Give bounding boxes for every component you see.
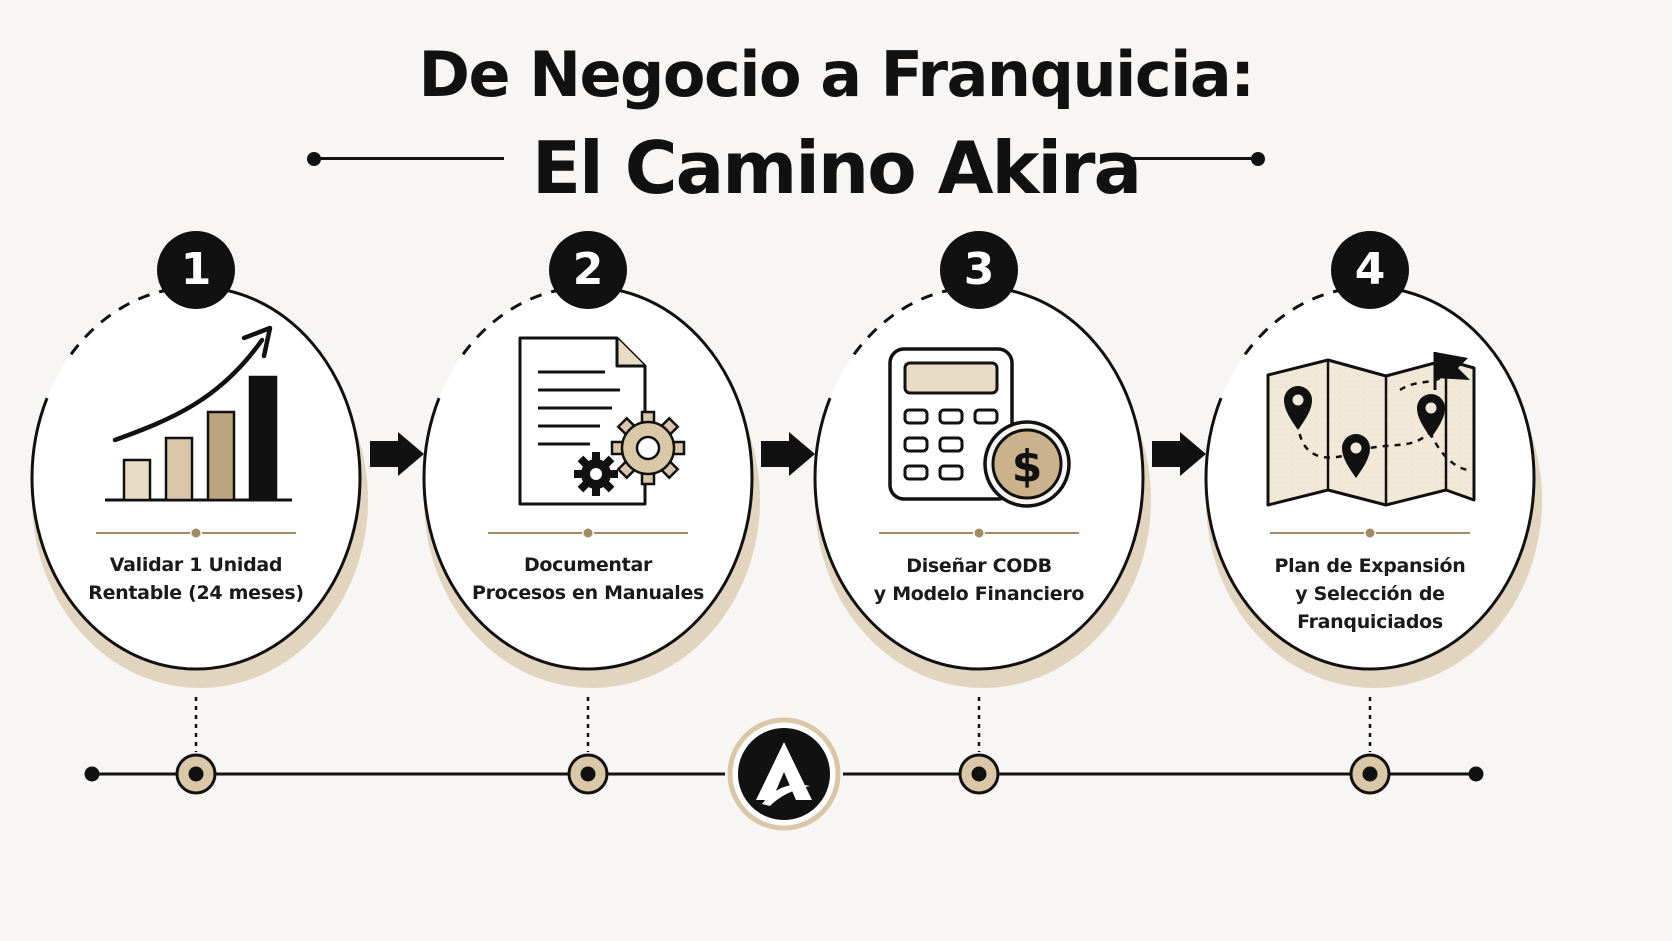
step-4-label-line-3: Franquiciados xyxy=(1297,611,1443,633)
step-3-label-line-1: Diseñar CODB xyxy=(906,555,1052,577)
step-2-label-line-1: Documentar xyxy=(523,554,653,576)
step-2-label: Documentar Procesos en Manuales xyxy=(463,551,713,607)
timeline-end-dot xyxy=(1468,766,1484,782)
milestone-2 xyxy=(567,753,609,795)
title-rule-left xyxy=(314,157,504,160)
step-3-label: Diseñar CODB y Modelo Financiero xyxy=(854,552,1104,608)
akira-logo-icon xyxy=(727,717,841,831)
step-1-ring xyxy=(30,285,362,671)
step-1-label: Validar 1 Unidad Rentable (24 meses) xyxy=(71,551,321,607)
step-2-number-badge: 2 xyxy=(549,231,627,309)
step-2-label-line-2: Procesos en Manuales xyxy=(471,582,705,604)
title-rule-right xyxy=(1108,157,1258,160)
step-3-number-badge: 3 xyxy=(940,231,1018,309)
step-3: $ xyxy=(813,285,1151,688)
growth-chart-icon xyxy=(105,325,292,502)
arrow-right-icon xyxy=(370,432,424,476)
calculator-coin-icon: $ xyxy=(888,347,1071,508)
milestone-4 xyxy=(1349,753,1391,795)
step-4-number-badge: 4 xyxy=(1331,231,1409,309)
step-1 xyxy=(30,285,368,688)
step-4-label: Plan de Expansión y Selección de Franqui… xyxy=(1245,552,1495,636)
map-pins-flag-icon xyxy=(1266,352,1476,507)
milestone-1 xyxy=(175,753,217,795)
document-gears-icon xyxy=(518,336,686,506)
step-4-divider-dot xyxy=(1365,528,1375,538)
arrow-right-icon xyxy=(1152,432,1206,476)
step-3-label-line-2: y Modelo Financiero xyxy=(873,583,1085,605)
step-4-label-line-1: Plan de Expansión xyxy=(1274,555,1466,577)
arrow-right-icon xyxy=(761,432,815,476)
title-rule-right-dot xyxy=(1251,152,1265,166)
step-2-divider-dot xyxy=(583,528,593,538)
step-4-label-line-2: y Selección de xyxy=(1295,583,1445,605)
step-2 xyxy=(422,285,760,688)
step-1-label-line-2: Rentable (24 meses) xyxy=(88,582,304,604)
milestone-3 xyxy=(958,753,1000,795)
step-4 xyxy=(1204,285,1542,688)
svg-text:$: $ xyxy=(1012,441,1043,492)
timeline-start-dot xyxy=(84,766,100,782)
title-line-1: De Negocio a Franquicia: xyxy=(418,38,1255,111)
step-3-divider-dot xyxy=(974,528,984,538)
step-1-number-badge: 1 xyxy=(157,231,235,309)
step-1-divider-dot xyxy=(191,528,201,538)
timeline xyxy=(84,697,1484,831)
step-1-label-line-1: Validar 1 Unidad xyxy=(109,554,283,576)
title-line-2: El Camino Akira xyxy=(531,126,1142,210)
